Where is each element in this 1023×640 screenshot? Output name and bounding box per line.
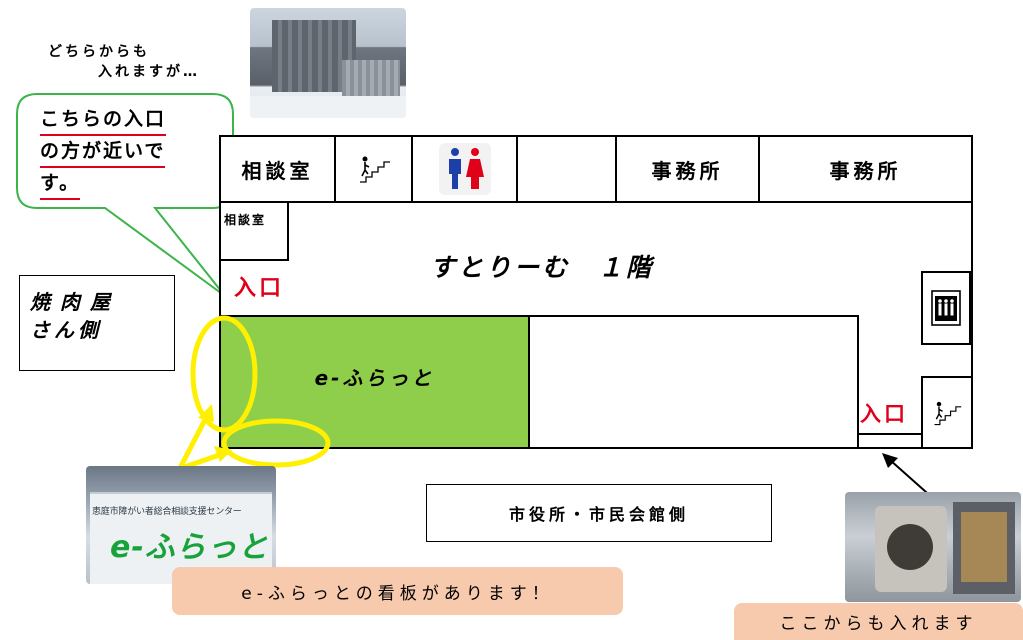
stairs-icon [934, 401, 962, 425]
floor-title: すとりーむ １階 [430, 253, 655, 282]
elevator-icon [931, 290, 961, 326]
empty-room-bottom [528, 315, 859, 449]
top-note-line2: 入れますが… [98, 64, 200, 80]
entry-note: ここからも入れます [734, 603, 1023, 640]
sign-note: e-ふらっとの看板があります！ [172, 567, 623, 615]
sign-photo-logo: e-ふらっと [110, 530, 269, 565]
entrance-left: 入口 [234, 276, 285, 301]
consult-room-1: 相談室 [219, 135, 336, 203]
consult-room-1-label: 相談室 [241, 158, 314, 183]
stairs-top [334, 135, 413, 203]
bubble-line2: の方が近いで [40, 136, 166, 168]
empty-room-top [516, 135, 617, 203]
office-2: 事務所 [758, 135, 973, 203]
entrance-right: 入口 [860, 402, 908, 426]
highlight-ellipse-bottom [221, 418, 331, 468]
office-2-label: 事務所 [829, 158, 902, 183]
top-note-line1: どちらからも [48, 44, 150, 60]
entrance-right-step [857, 433, 923, 435]
restroom-icon [438, 143, 491, 195]
building-photo [250, 8, 406, 118]
stairs-icon [359, 156, 390, 183]
consult-room-2-label: 相談室 [224, 213, 267, 227]
cityhall-side-label: 市役所・市民会館側 [426, 484, 772, 542]
speech-bubble [16, 93, 234, 297]
highlight-overlay [169, 315, 331, 475]
eflat-room-label: e-ふらっと [314, 365, 435, 390]
bubble-line3: す。 [40, 168, 81, 200]
bubble-line1: こちらの入口 [40, 104, 167, 136]
yakiniku-line1: 焼肉屋 [30, 290, 120, 314]
yakiniku-line2: さん側 [30, 318, 102, 342]
speech-bubble-text: こちらの入口 の方が近いで す。 [40, 104, 167, 200]
arrow-to-left [175, 408, 213, 474]
eflat-room: e-ふらっと [219, 315, 530, 449]
cityhall-label: 市役所・市民会館側 [508, 505, 689, 524]
entrance-photo [845, 492, 1021, 602]
top-note: どちらからも 入れますが… [48, 42, 200, 82]
stairs-bottom [921, 376, 973, 449]
highlight-ellipse-left [190, 315, 258, 433]
office-1-label: 事務所 [651, 158, 724, 183]
office-1: 事務所 [615, 135, 760, 203]
yakiniku-side-label: 焼肉屋 さん側 [19, 275, 175, 371]
restroom [411, 135, 518, 203]
sign-photo-caption: 恵庭市障がい者総合相談支援センター [92, 507, 242, 517]
consult-room-2: 相談室 [219, 201, 289, 261]
elevator [921, 271, 971, 345]
